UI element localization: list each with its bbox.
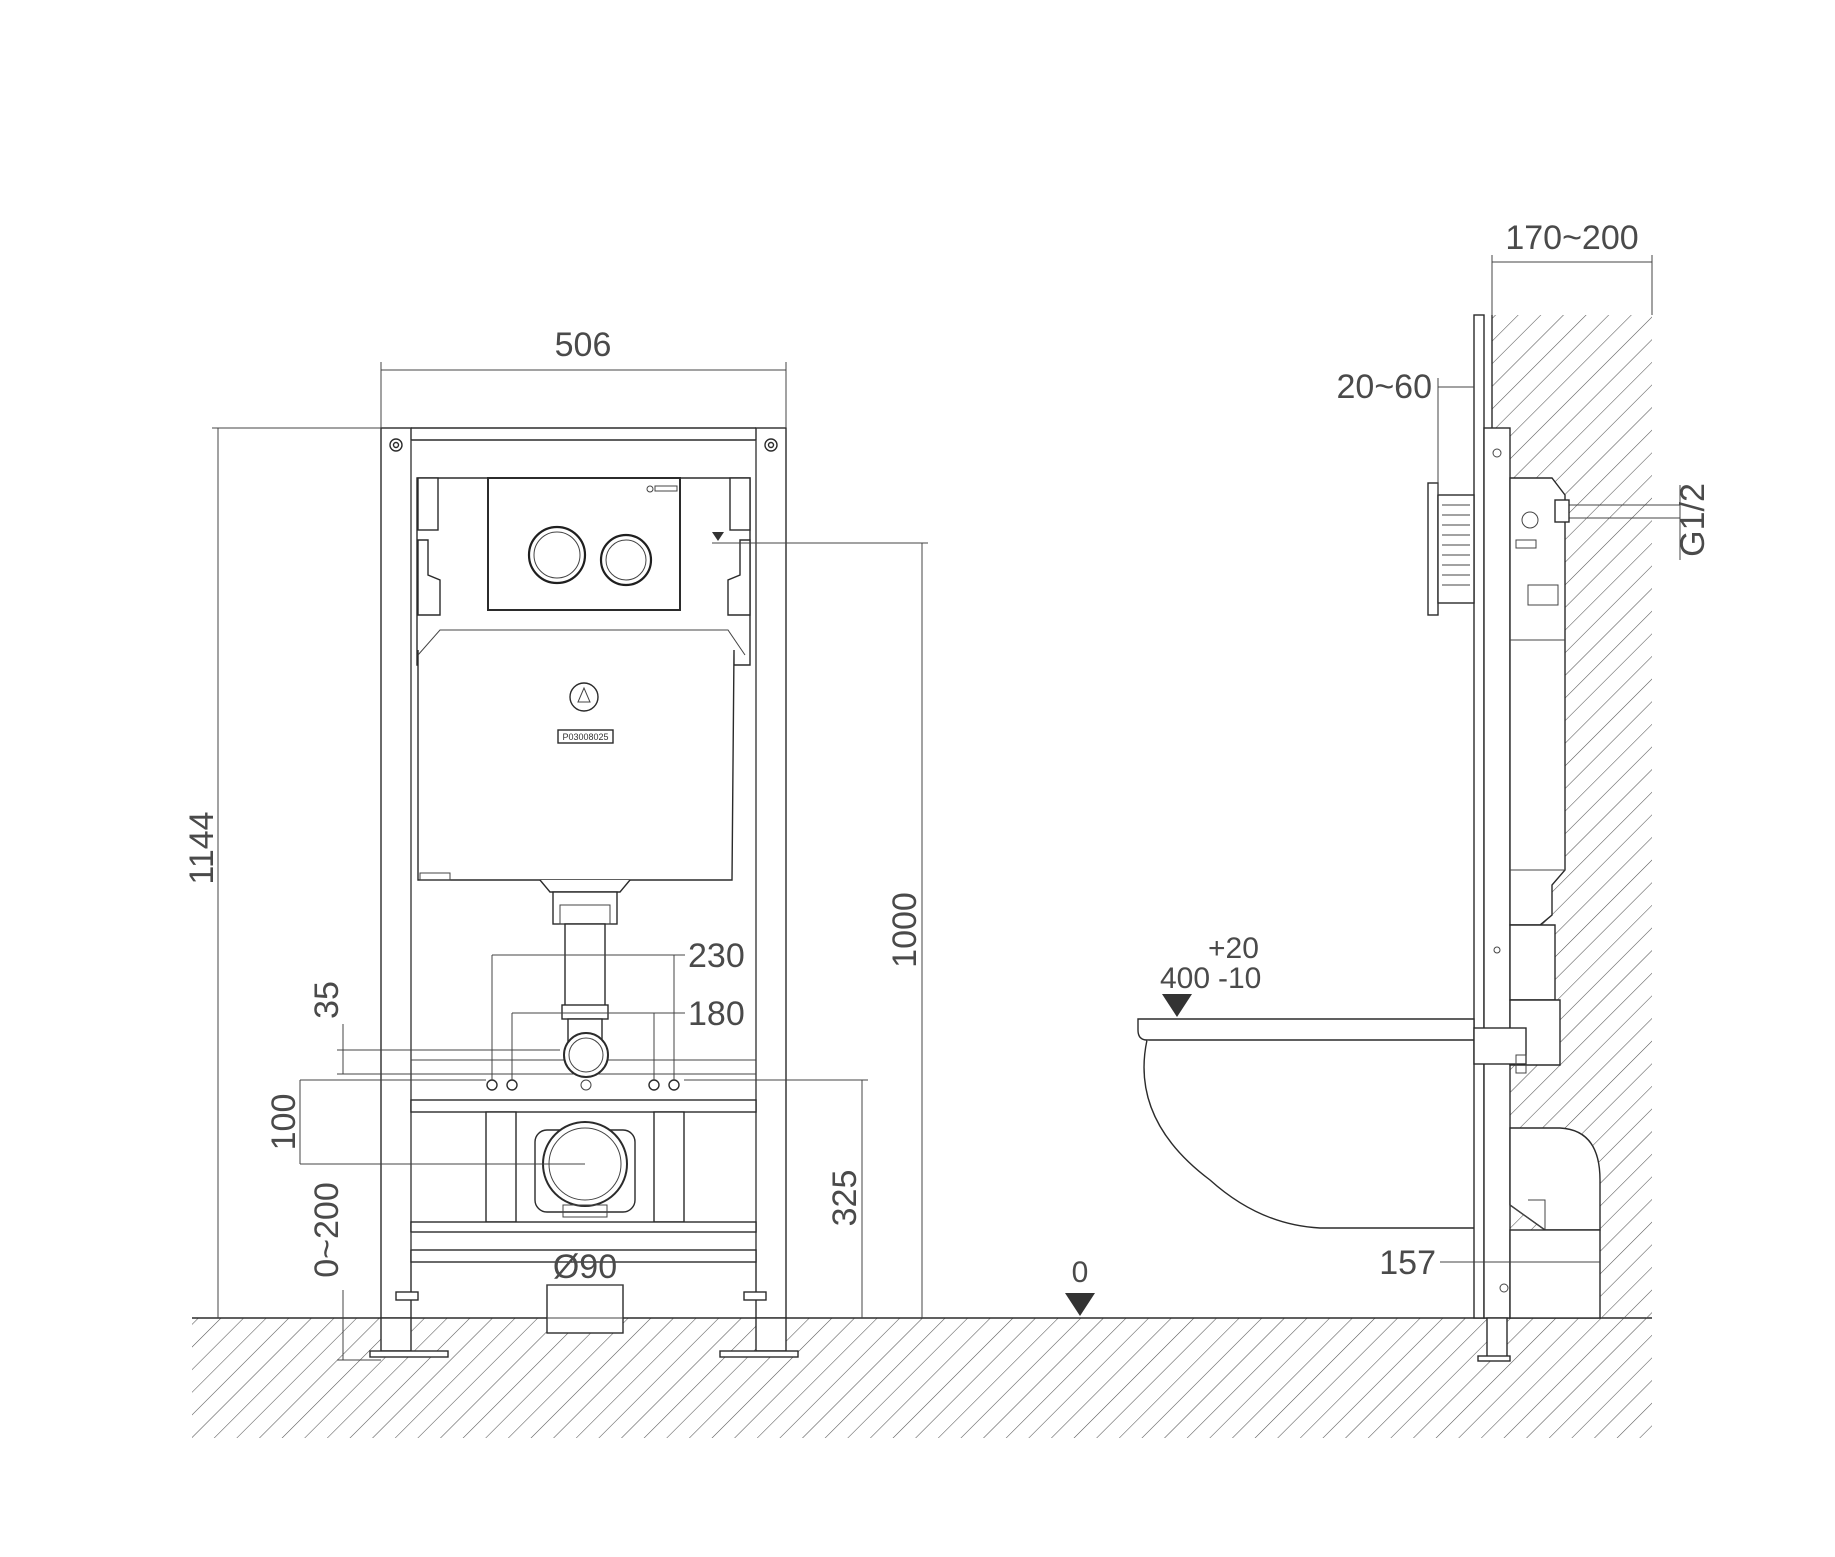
dim-bowl-height: 400	[1160, 962, 1210, 995]
front-view: P03008025	[369, 427, 799, 1358]
dim-bolt-offset: 35	[308, 981, 346, 1019]
thread-lines	[1442, 504, 1470, 586]
serial-label-text: P03008025	[562, 732, 608, 742]
floor	[192, 1317, 1652, 1438]
dim-depth: 170~200	[1505, 219, 1638, 257]
dim-bolt-outer: 230	[688, 937, 745, 975]
dim-button-height: 1000	[886, 892, 924, 968]
dim-bowl-tol-upper: +20	[1208, 932, 1259, 965]
dim-panel-offset: 20~60	[1337, 368, 1433, 406]
dim-width: 506	[555, 326, 612, 364]
front-dimensions: 506 1144 1000 230 180 35 100	[183, 326, 1095, 1361]
dim-height: 1144	[183, 811, 221, 884]
floor-level-marker	[1065, 1293, 1095, 1316]
side-dimensions: 170~200 20~60 G1/2 +20 400 -10 157	[1160, 219, 1712, 1282]
dim-floor-level: 0	[1072, 1256, 1089, 1289]
bowl-height-marker	[1162, 994, 1192, 1017]
dim-bolt-inner: 180	[688, 995, 745, 1033]
serial-label	[557, 729, 614, 744]
dim-outlet-diameter: Ø90	[553, 1248, 617, 1286]
dim-pipe-height: 157	[1379, 1244, 1436, 1282]
dim-bowl-tol-lower: -10	[1218, 962, 1261, 995]
dim-adjust-range: 0~200	[308, 1182, 346, 1278]
side-view	[1137, 314, 1680, 1362]
dim-water-inlet: G1/2	[1674, 483, 1712, 557]
dim-outlet-spacing: 100	[265, 1094, 303, 1151]
dim-outlet-height: 325	[826, 1170, 864, 1227]
